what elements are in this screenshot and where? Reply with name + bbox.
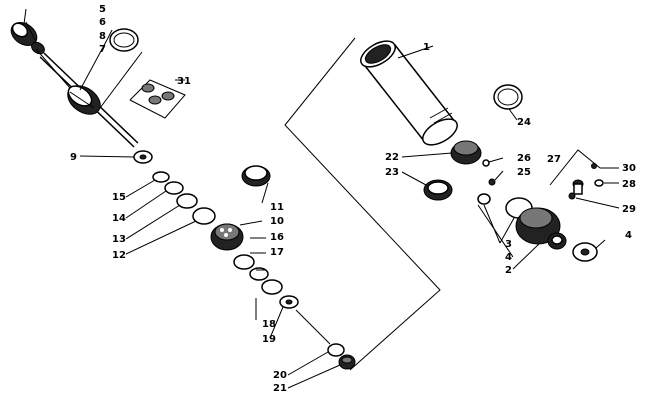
part-18-shim-a: [261, 279, 283, 295]
part-14-shim: [164, 181, 184, 195]
axis-line-lower: [295, 309, 331, 345]
callout-19: 19: [262, 334, 276, 345]
callout-6: 6: [99, 17, 106, 28]
callout-10: 10: [270, 216, 284, 227]
callout-11: 11: [270, 202, 284, 213]
part-12-shim: [192, 207, 216, 225]
callout-29: 29: [622, 204, 636, 215]
assembly-outline: [284, 37, 441, 371]
part-7-piston: [67, 85, 101, 115]
callout-24: 24: [517, 117, 531, 128]
callout-3: 3: [505, 239, 512, 250]
callout-23: 23: [385, 167, 399, 178]
leader-lines: [23, 8, 620, 389]
part-26-ball: [482, 159, 490, 167]
part-6-nut: [31, 41, 45, 55]
part-5-rod-eye: [10, 22, 38, 46]
part-17-shim: [249, 267, 269, 281]
part-8-o-ring-inner: [113, 32, 135, 48]
callout-27: 27: [547, 154, 561, 165]
part-10-piston-valve: [210, 223, 244, 251]
callout-26: 26: [517, 153, 531, 164]
callout-16: 16: [270, 232, 284, 243]
part-28-washer: [594, 179, 604, 187]
part-13-shim: [176, 193, 198, 209]
callout-20: 20: [273, 370, 287, 381]
callout-4-left: 4: [505, 252, 512, 263]
piston-rod-group: [10, 22, 186, 164]
callout-5: 5: [99, 4, 106, 15]
callout-15: 15: [112, 192, 126, 203]
part-11-piston-ring: [241, 165, 271, 187]
part-22-cap: [450, 140, 482, 165]
part-31-kit-parts: [141, 83, 175, 105]
callout-25: 25: [517, 167, 531, 178]
part-15-shim: [152, 171, 170, 183]
part-27-valve: [572, 179, 584, 195]
callout-31: 31: [177, 76, 191, 87]
callout-12: 12: [112, 250, 126, 261]
part-20-nut: [327, 343, 345, 357]
callout-1: 1: [423, 42, 430, 53]
part-1-cylinder-body: [360, 40, 458, 146]
callout-28: 28: [622, 179, 636, 190]
lower-shim-stack: [233, 254, 299, 309]
callout-labels: 1 2 3 4 4 5 6 7 8 9 10 11 12 13 14 15 16…: [70, 4, 636, 394]
part-29-plug: [568, 192, 576, 200]
callout-22: 22: [385, 152, 399, 163]
part-2-end-cap: [515, 207, 567, 250]
callout-21: 21: [273, 383, 287, 394]
callout-9: 9: [70, 152, 77, 163]
part-21-locknut: [338, 354, 356, 370]
callout-8: 8: [99, 31, 106, 42]
callout-30: 30: [622, 163, 636, 174]
part-23-seal: [423, 179, 453, 201]
callout-14: 14: [112, 213, 126, 224]
part-30-ball: [591, 163, 597, 169]
callout-2: 2: [505, 265, 512, 276]
callout-17: 17: [270, 247, 284, 258]
part-16-shim: [233, 254, 255, 270]
part-4-washer-left: [477, 193, 491, 205]
shim-stack: [152, 171, 216, 225]
part-27-kit-box: [549, 149, 601, 186]
callout-18: 18: [262, 319, 276, 330]
part-25-spring: [488, 178, 496, 186]
callout-4-right: 4: [625, 230, 632, 241]
callout-13: 13: [112, 234, 126, 245]
callout-7: 7: [99, 44, 106, 55]
